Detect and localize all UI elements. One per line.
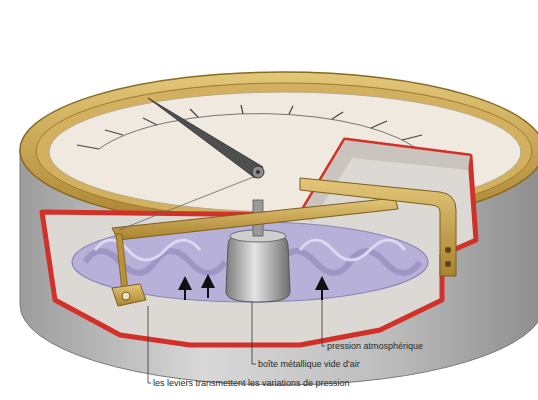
leader-line [322, 300, 325, 346]
tick [143, 118, 157, 125]
part-label: pression atmosphérique [327, 340, 423, 352]
lever-bracket [300, 178, 456, 276]
needle-hub [256, 170, 260, 174]
main-lever [112, 198, 398, 240]
bracket-hole [445, 247, 451, 253]
tick [371, 121, 387, 128]
tick [241, 105, 243, 114]
cutaway-section [42, 140, 476, 345]
link-rod [116, 234, 128, 292]
bracket-hole [445, 261, 451, 267]
pivot-plate [112, 284, 146, 306]
pressure-arrow [207, 281, 209, 298]
metal-box [226, 234, 290, 302]
tick [402, 135, 422, 140]
needle-pivot [252, 166, 264, 178]
tick [77, 145, 99, 149]
part-label: les leviers transmettent les variations … [153, 377, 350, 389]
part-label: boîte métallique vide d'air [258, 358, 360, 370]
tick [105, 130, 123, 135]
tick [190, 109, 198, 117]
leader-line [148, 306, 151, 383]
pivot-pin [122, 292, 130, 300]
pressure-arrow [321, 283, 323, 300]
tick [289, 106, 293, 114]
needle [148, 98, 263, 178]
leader-line [252, 302, 256, 364]
chain-thread [119, 176, 256, 230]
tick [332, 112, 343, 119]
pressure-arrow [184, 283, 186, 300]
